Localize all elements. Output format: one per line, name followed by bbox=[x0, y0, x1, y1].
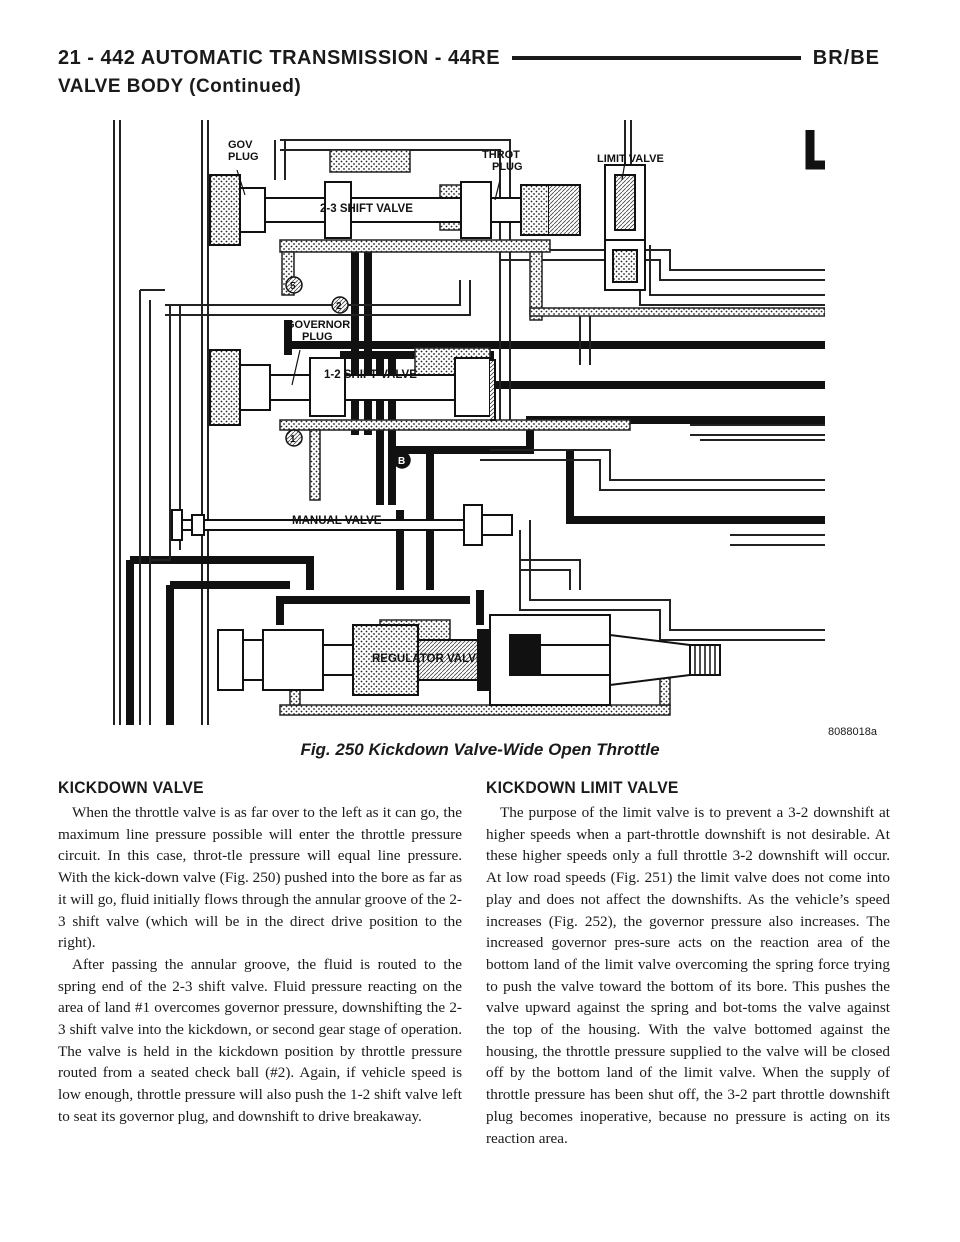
label-limit-valve: LIMIT VALVE bbox=[597, 153, 664, 165]
limit-valve bbox=[604, 164, 646, 291]
figure-id: 8088018a bbox=[828, 726, 877, 738]
label-throt-plug-2: PLUG bbox=[492, 161, 523, 173]
right-column: KICKDOWN LIMIT VALVE The purpose of the … bbox=[486, 778, 890, 1149]
page-header: 21 - 442 AUTOMATIC TRANSMISSION - 44RE B… bbox=[58, 42, 880, 74]
governor-pressure-passage bbox=[329, 149, 411, 173]
check-ball-1 bbox=[285, 429, 303, 447]
label-gov-plug-2: PLUG bbox=[228, 151, 259, 163]
label-throt-plug-1: THROT bbox=[482, 149, 520, 161]
shift-valve-2-3 bbox=[209, 174, 581, 246]
label-manual-valve: MANUAL VALVE bbox=[292, 515, 382, 527]
figure-caption: Fig. 250 Kickdown Valve-Wide Open Thrott… bbox=[300, 740, 660, 759]
label-ball-5: 5 bbox=[290, 281, 296, 292]
label-ball-2: 2 bbox=[336, 301, 342, 312]
throttle-assembly bbox=[489, 614, 721, 706]
manual-valve bbox=[171, 504, 513, 546]
left-column: KICKDOWN VALVE When the throttle valve i… bbox=[58, 778, 462, 1128]
label-gov-plug-1: GOV bbox=[228, 139, 253, 151]
page-number-and-chapter: 21 - 442 AUTOMATIC TRANSMISSION - 44RE bbox=[58, 46, 501, 69]
check-ball-b bbox=[393, 451, 411, 469]
check-balls bbox=[285, 276, 411, 469]
kickdown-valve-heading: KICKDOWN VALVE bbox=[58, 778, 204, 797]
hydraulic-schematic-figure: GOV PLUG THROT PLUG LIMIT VALVE 2-3 SHIF… bbox=[110, 120, 825, 725]
limit-valve-paragraph-1: The purpose of the limit valve is to pre… bbox=[486, 804, 890, 1147]
check-ball-2 bbox=[331, 296, 349, 314]
schematic-svg: GOV PLUG THROT PLUG LIMIT VALVE 2-3 SHIF… bbox=[113, 120, 825, 725]
label-ball-1: 1 bbox=[290, 434, 296, 445]
header-rule bbox=[512, 56, 801, 60]
throttle-passage bbox=[150, 305, 171, 561]
section-title: VALVE BODY (Continued) bbox=[58, 76, 302, 97]
shift-valve-1-2 bbox=[209, 349, 496, 426]
label-ball-b: B bbox=[398, 456, 405, 467]
label-shift-valve-1-2: 1-2 SHIFT VALVE bbox=[324, 369, 417, 381]
kickdown-paragraph-2: After passing the annular groove, the fl… bbox=[58, 955, 462, 1125]
label-regulator-valve: REGULATOR VALVE bbox=[372, 653, 484, 665]
kickdown-limit-valve-heading: KICKDOWN LIMIT VALVE bbox=[486, 778, 679, 797]
check-ball-5 bbox=[285, 276, 303, 294]
label-shift-valve-2-3: 2-3 SHIFT VALVE bbox=[320, 203, 413, 215]
kickdown-paragraph-1: When the throttle valve is as far over t… bbox=[58, 804, 462, 952]
label-governor-plug-1: GOVERNOR bbox=[286, 319, 350, 331]
model-code: BR/BE bbox=[812, 46, 880, 69]
label-governor-plug-2: PLUG bbox=[302, 331, 333, 343]
